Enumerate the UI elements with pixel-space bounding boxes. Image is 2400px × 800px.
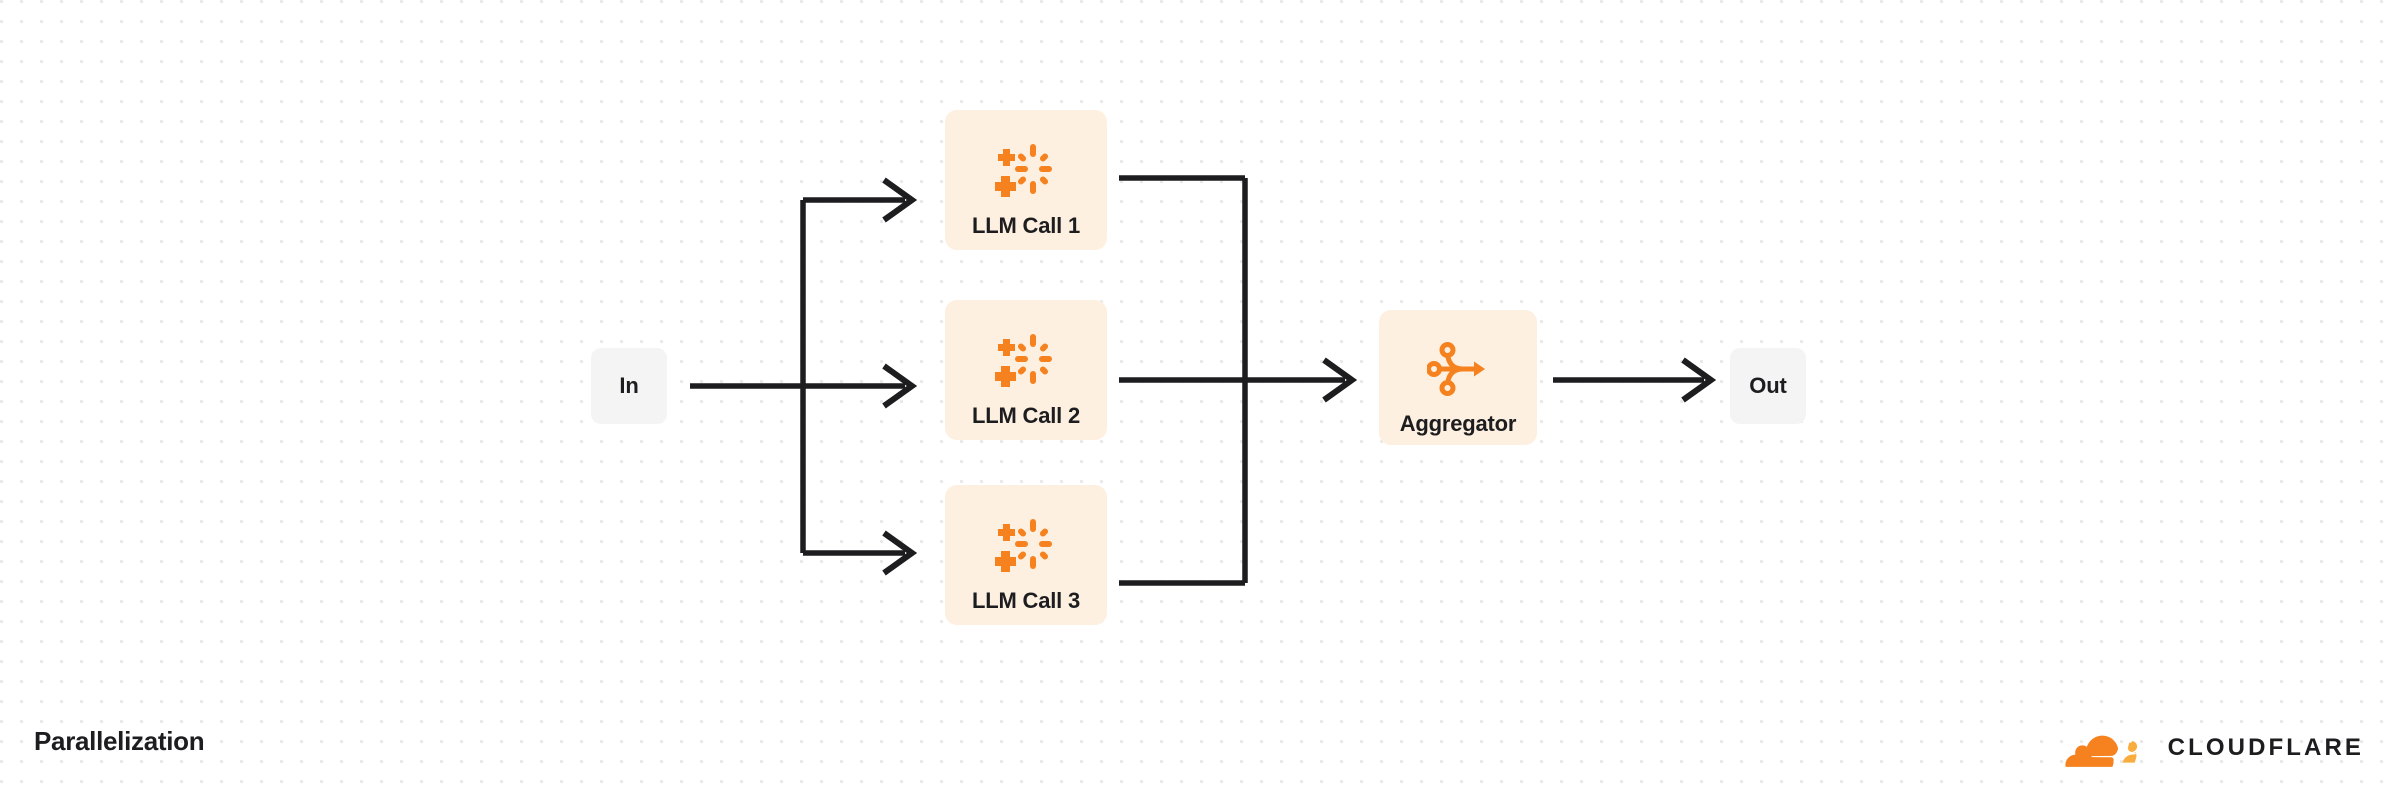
sparkle-ai-icon — [995, 144, 1052, 197]
aggregator-merge-icon — [1427, 341, 1485, 396]
sparkle-ai-icon — [995, 334, 1052, 387]
node-llm-call-3-label: LLM Call 3 — [971, 588, 1080, 613]
node-llm-call-1-label: LLM Call 1 — [971, 213, 1080, 238]
node-in-label: In — [619, 373, 639, 398]
brand-wordmark: CLOUDFLARE — [2167, 734, 2364, 761]
node-aggregator[interactable]: Aggregator — [1379, 310, 1537, 445]
diagram-title: Parallelization — [34, 726, 205, 756]
node-llm-call-2-label: LLM Call 2 — [971, 403, 1080, 428]
brand-logo: CLOUDFLARE — [2061, 728, 2364, 768]
node-aggregator-label: Aggregator — [1399, 410, 1517, 436]
node-llm-call-1[interactable]: LLM Call 1 — [945, 110, 1107, 250]
node-out[interactable]: Out — [1730, 348, 1806, 424]
node-llm-call-3[interactable]: LLM Call 3 — [945, 485, 1107, 625]
cloudflare-cloud-icon — [2065, 735, 2137, 767]
node-out-label: Out — [1749, 373, 1787, 398]
sparkle-ai-icon — [995, 519, 1052, 572]
node-in[interactable]: In — [591, 348, 667, 424]
node-llm-call-2[interactable]: LLM Call 2 — [945, 300, 1107, 440]
